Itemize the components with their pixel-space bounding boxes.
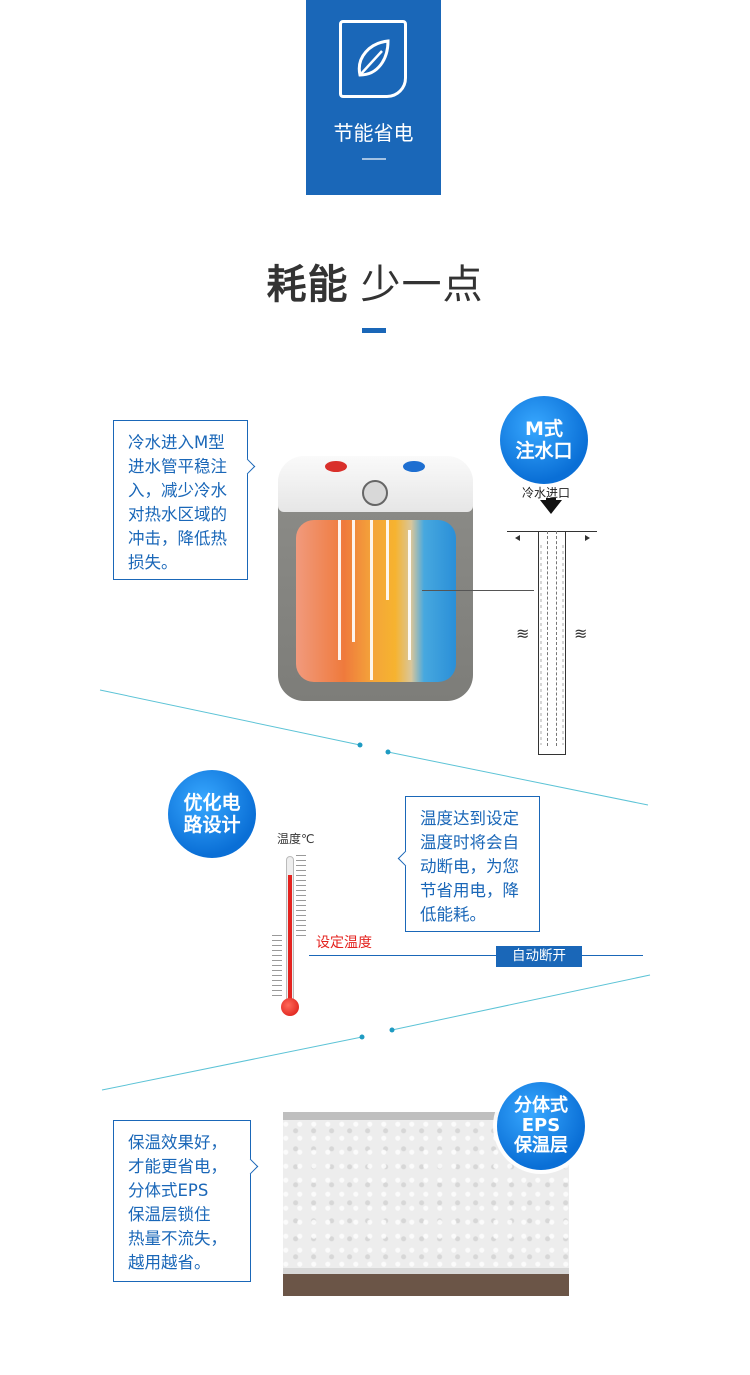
inner-tube xyxy=(408,530,411,660)
title-light: 少一点 xyxy=(360,262,484,308)
inner-tube xyxy=(338,520,341,660)
inner-tube xyxy=(352,520,355,642)
pipe-leader-line xyxy=(422,590,534,591)
page-title: 耗能少一点 xyxy=(0,252,750,310)
wave-icon: ≋ xyxy=(516,624,530,643)
water-heater-illustration xyxy=(278,456,473,701)
wave-icon: ≋ xyxy=(574,624,588,643)
circuit-callout: 温度达到设定 温度时将会自 动断电，为您 节省用电，降 低能耗。 xyxy=(405,796,540,932)
thermometer-scale-upper xyxy=(296,855,306,937)
m-pipe-outer xyxy=(538,531,566,755)
thermometer-scale-lower xyxy=(272,935,282,997)
set-temperature-label: 设定温度 xyxy=(316,935,372,951)
inner-tube xyxy=(386,520,389,600)
energy-saving-badge: 节能省电 xyxy=(306,0,441,195)
m-inlet-circle-badge: M式 注水口 xyxy=(500,396,588,484)
thermometer-unit-label: 温度℃ xyxy=(277,832,315,846)
title-underline xyxy=(362,328,386,333)
cold-water-pipe-icon xyxy=(403,461,425,472)
circuit-design-circle-badge: 优化电 路设计 xyxy=(168,770,256,858)
thermometer-mercury xyxy=(288,875,292,1002)
set-temperature-line xyxy=(309,955,643,956)
badge-label: 节能省电 xyxy=(333,121,414,145)
heater-tank-cutaway xyxy=(296,520,456,682)
inlet-arrow-icon xyxy=(540,500,562,514)
eps-circle-badge: 分体式 EPS 保温层 xyxy=(497,1082,585,1170)
hot-water-pipe-icon xyxy=(325,461,347,472)
title-bold: 耗能 xyxy=(266,262,349,308)
m-inlet-callout: 冷水进入M型 进水管平稳注 入，减少冷水 对热水区域的 冲击，降低热 损失。 xyxy=(113,420,248,580)
m-pipe-inner xyxy=(547,531,557,746)
pipe-top-line xyxy=(507,531,597,532)
inner-tube xyxy=(370,520,373,680)
auto-off-tag: 自动断开 xyxy=(496,946,582,967)
cold-water-inlet-label: 冷水进口 xyxy=(522,486,571,500)
thermometer-bulb xyxy=(281,998,299,1016)
insulation-callout: 保温效果好， 才能更省电， 分体式EPS 保温层锁住 热量不流失， 越用越省。 xyxy=(113,1120,251,1282)
badge-underline xyxy=(362,158,386,160)
temperature-knob xyxy=(362,480,388,506)
leaf-icon xyxy=(339,20,407,98)
eps-base-layer xyxy=(283,1268,569,1296)
